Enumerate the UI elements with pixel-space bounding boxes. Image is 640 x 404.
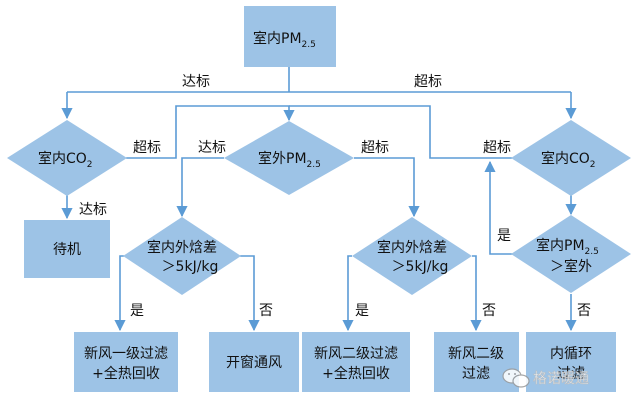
label-outdoor-ok: 达标 [198,140,226,156]
connector-encr-yes [342,255,354,332]
node-enthalpy-left: 室内外焓差 ＞5kJ/kg [123,217,241,295]
node-action-fresh2: 新风二级过滤 +全热回收 [302,332,410,392]
connector-outdoor-ok [176,157,224,218]
watermark-text: 格诺暖通 [533,371,589,387]
watermark: 格诺暖通 [502,368,589,388]
connector-co2l-over [126,105,295,159]
label-encl-yes: 是 [130,303,144,319]
node-action-fresh2b-line1: 新风二级 [448,346,504,362]
node-outdoor-pm25-label: 室外PM2.5 [258,150,321,170]
node-outdoor-pm25: 室外PM2.5 [224,121,354,195]
node-action-fresh1: 新风一级过滤 +全热回收 [74,332,178,392]
node-root-label: 室内PM2.5 [253,30,316,50]
connector-pmc-yes [484,160,514,255]
node-root-indoor-pm25: 室内PM2.5 [244,6,336,67]
label-co2r-over: 超标 [483,140,511,156]
node-pm-compare: 室内PM2.5 ＞室外 [511,215,631,293]
connector-encl-yes [114,255,126,332]
node-co2-left-label: 室内CO2 [38,150,93,170]
label-outdoor-over: 超标 [361,140,389,156]
node-co2-left: 室内CO2 [7,120,127,196]
node-action-fresh1-line2: +全热回收 [92,365,160,382]
node-action-fresh2b: 新风二级 过滤 [434,332,519,392]
label-encr-yes: 是 [355,303,369,319]
node-action-fresh2-line1: 新风二级过滤 [314,346,398,362]
label-co2l-over: 超标 [133,140,161,156]
label-encr-no: 否 [482,303,496,319]
node-action-recirc-line2: 过滤 [557,366,585,382]
connector-encr-no [470,255,482,332]
node-enthalpy-left-line1: 室内外焓差 [147,239,217,256]
label-root-ok: 达标 [182,74,210,90]
node-enthalpy-right-line2: ＞5kJ/kg [392,259,449,275]
node-action-recirc-line1: 内循环 [550,346,592,362]
node-co2-right-label: 室内CO2 [541,150,596,170]
node-co2-right: 室内CO2 [511,120,631,196]
node-enthalpy-right: 室内外焓差 ＞5kJ/kg [352,217,472,295]
node-standby: 待机 [24,220,110,278]
node-pm-compare-line1: 室内PM2.5 [536,237,599,257]
node-standby-label: 待机 [53,242,81,258]
label-co2l-ok: 达标 [79,202,107,218]
label-encl-no: 否 [259,303,273,319]
connector-co2r-over [289,105,512,159]
wechat-icon [502,368,530,388]
label-root-over: 超标 [414,74,442,90]
node-action-window-label: 开窗通风 [226,354,282,371]
connector-outdoor-over [354,157,420,218]
label-pmc-no: 否 [577,303,591,319]
node-action-fresh2-line2: +全热回收 [322,365,390,382]
node-action-fresh2b-line2: 过滤 [462,366,490,382]
edge-labels: 达标 超标 超标 达标 达标 超标 超标 是 否 是 否 是 否 [79,74,591,319]
node-action-window: 开窗通风 [209,332,299,392]
connectors [61,67,577,332]
label-pmc-yes: 是 [497,228,511,244]
connector-encl-no [240,255,260,332]
node-enthalpy-right-line1: 室内外焓差 [377,239,447,256]
node-enthalpy-left-line2: ＞5kJ/kg [162,259,219,275]
node-pm-compare-line2: ＞室外 [550,258,592,275]
node-action-recirc: 内循环 过滤 [526,332,616,392]
node-action-fresh1-line1: 新风一级过滤 [84,346,168,362]
